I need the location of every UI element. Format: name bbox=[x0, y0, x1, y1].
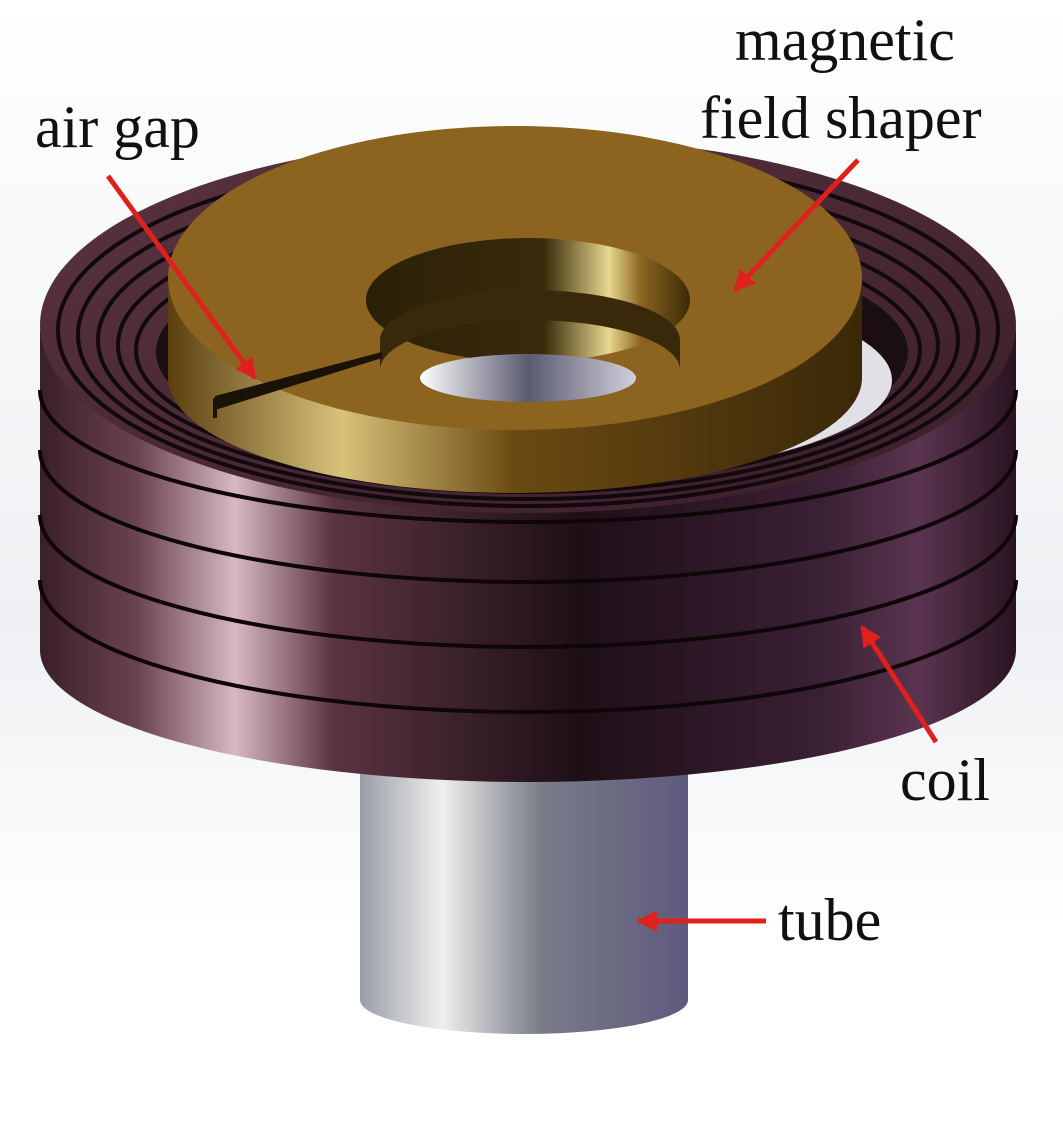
air-gap bbox=[215, 352, 382, 410]
magnetic-field-shaper-label-line1: magnetic bbox=[735, 7, 955, 73]
magnetic-field-shaper-label-line2: field shaper bbox=[700, 85, 982, 151]
air-gap-arrow bbox=[105, 174, 258, 380]
magnetic-field-shaper bbox=[168, 126, 862, 493]
air-gap-label: air gap bbox=[35, 94, 200, 160]
shaper-arrow bbox=[733, 158, 860, 292]
coil-label: coil bbox=[900, 747, 990, 813]
tube-label: tube bbox=[778, 887, 882, 953]
coil-arrow bbox=[859, 625, 939, 744]
